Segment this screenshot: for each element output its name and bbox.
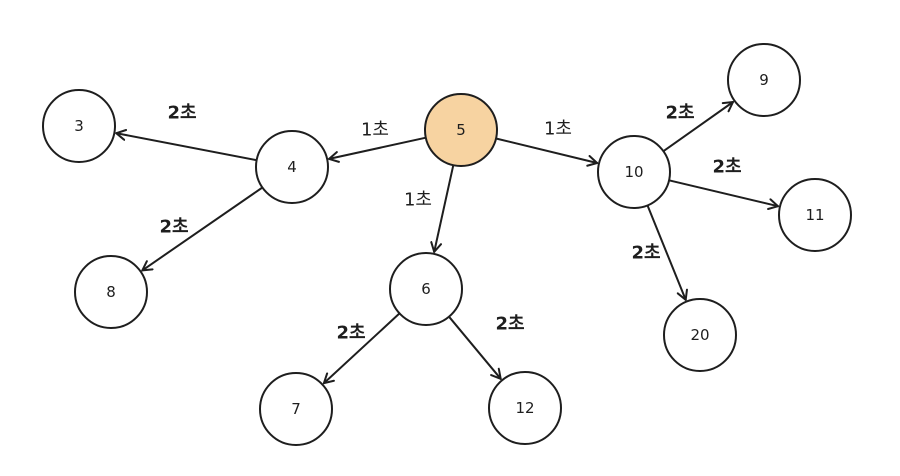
edge-4-to-3	[115, 128, 258, 162]
node-circle-7	[259, 372, 333, 446]
node-7: 7	[259, 372, 333, 446]
node-label-8: 8	[106, 283, 116, 301]
node-20: 20	[663, 298, 737, 372]
node-circle-6	[389, 252, 463, 326]
edge-5-to-10	[495, 137, 599, 167]
edge-labels-layer: 1초 1초 1초 2초 2초 2초 2초 2초 2초 2초	[159, 103, 741, 344]
node-circle-9	[727, 43, 801, 117]
node-circle-4	[255, 130, 329, 204]
node-label-10: 10	[624, 163, 643, 181]
node-9: 9	[727, 43, 801, 117]
node-circle-3	[42, 89, 116, 163]
node-label-3: 3	[74, 117, 84, 135]
node-label-7: 7	[291, 400, 301, 418]
node-6: 6	[389, 252, 463, 326]
edge-label-5-to-10: 1초	[544, 119, 572, 140]
edge-10-to-20	[646, 204, 688, 301]
node-label-11: 11	[805, 206, 824, 224]
node-label-20: 20	[690, 326, 709, 344]
node-circle-11	[778, 178, 852, 252]
node-circle-8	[74, 255, 148, 329]
edge-5-to-6	[430, 164, 455, 253]
node-4: 4	[255, 130, 329, 204]
node-12: 12	[488, 371, 562, 445]
edge-10-to-11	[668, 179, 779, 210]
node-8: 8	[74, 255, 148, 329]
edges-layer	[115, 101, 779, 385]
node-label-12: 12	[515, 399, 534, 417]
edge-label-6-to-12: 2초	[495, 314, 524, 335]
edge-label-5-to-6: 1초	[404, 190, 432, 211]
edge-label-4-to-3: 2초	[167, 103, 196, 124]
edge-label-10-to-9: 2초	[665, 103, 694, 124]
edge-label-4-to-8: 2초	[159, 217, 188, 238]
edge-5-to-4	[328, 136, 427, 163]
edge-label-5-to-4: 1초	[361, 120, 389, 141]
edge-6-to-7	[322, 312, 401, 385]
node-3: 3	[42, 89, 116, 163]
edge-label-10-to-11: 2초	[712, 157, 741, 178]
node-label-5: 5	[456, 121, 466, 139]
edge-label-6-to-7: 2초	[336, 323, 365, 344]
nodes-layer: 5 4 3 8 6 7 12 10 9 11 20	[42, 43, 852, 446]
node-label-6: 6	[421, 280, 431, 298]
edge-6-to-12	[448, 315, 502, 380]
node-circle-5	[424, 93, 498, 167]
node-label-4: 4	[287, 158, 297, 176]
node-5: 5	[424, 93, 498, 167]
node-circle-12	[488, 371, 562, 445]
edge-10-to-9	[662, 101, 734, 153]
node-circle-10	[597, 135, 671, 209]
edge-4-to-8	[141, 186, 264, 272]
node-circle-20	[663, 298, 737, 372]
node-11: 11	[778, 178, 852, 252]
edge-label-10-to-20: 2초	[631, 243, 660, 264]
node-label-9: 9	[759, 71, 769, 89]
node-10: 10	[597, 135, 671, 209]
